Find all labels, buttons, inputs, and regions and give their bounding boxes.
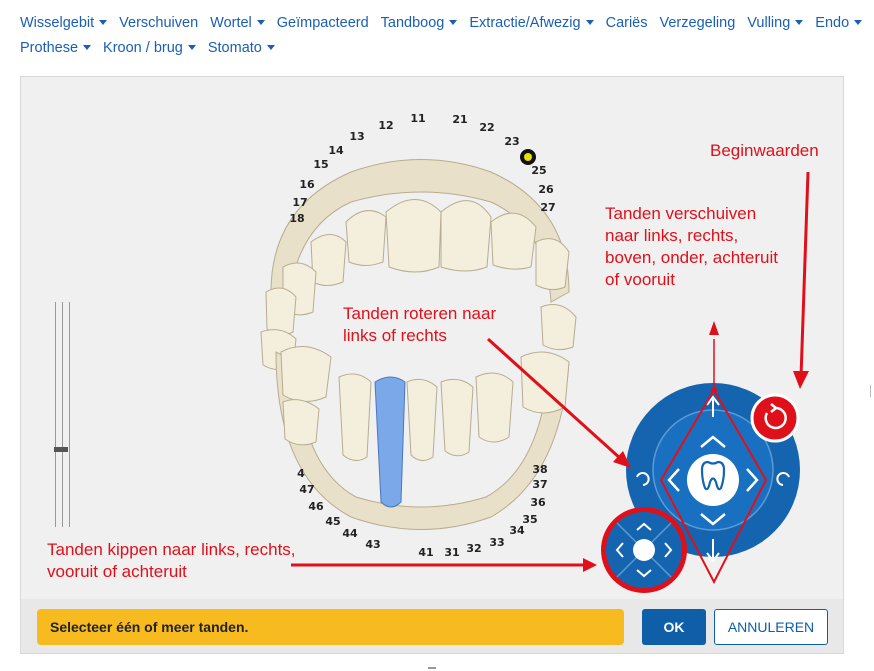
ok-button[interactable]: OK [642,609,706,645]
reset-button[interactable] [750,393,800,443]
menu-label: Kroon / brug [103,39,183,56]
tooth-viewport[interactable] [21,77,845,599]
caret-down-icon [795,20,804,26]
view-slider[interactable] [51,302,73,527]
chevron-left-icon[interactable] [667,468,680,492]
lower-arch [275,346,570,530]
menu-label: Verzegeling [659,14,736,31]
arrow-down-icon[interactable] [706,539,720,563]
chevron-right-icon[interactable] [746,468,759,492]
menu-label: Wisselgebit [20,14,95,31]
menu-prothese[interactable]: Prothese [20,39,92,56]
rotate-right-icon[interactable] [776,472,790,486]
dialog-footer: Selecteer één of meer tanden. OK ANNULER… [21,599,843,653]
menu-wortel[interactable]: Wortel [210,15,265,31]
dental-chart [260,159,810,593]
menu-label: Endo [815,14,850,31]
selected-tooth[interactable] [374,376,406,508]
reset-icon [764,406,787,430]
menu-label: Vulling [747,14,791,31]
menu-row-1: Wisselgebit Verschuiven Wortel Geïmpacteerd… [20,10,865,35]
slider-handle[interactable] [54,447,68,452]
menu-label: Stomato [207,39,262,56]
annotation-move: Tanden verschuiven naar links, rechts, b… [605,204,778,290]
cancel-button[interactable]: ANNULEREN [714,609,828,645]
menu-tandboog[interactable]: Tandboog [381,15,458,31]
caret-down-icon [256,20,265,26]
tooth-icon [700,460,726,491]
menu-label: Geïmpacteerd [276,14,369,31]
chevron-down-icon[interactable] [700,513,726,526]
caret-down-icon [187,45,196,51]
scroll-indicator [870,385,871,397]
menu-verzegeling[interactable]: Verzegeling [660,15,736,31]
menu-label: Prothese [20,39,79,56]
menu-label: Extractie/Afwezig [469,14,581,31]
resize-handle [428,667,436,669]
menu-endo[interactable]: Endo [815,14,863,31]
status-message: Selecteer één of meer tanden. [37,609,624,645]
chevron-up-icon[interactable] [700,435,726,448]
menu-row-2: Prothese Kroon / brug Stomato [20,35,865,60]
caret-down-icon [266,45,275,51]
menu-wisselgebit[interactable]: Wisselgebit [20,14,108,31]
menu-stomato[interactable]: Stomato [208,40,275,56]
caret-down-icon [83,45,92,51]
arrow-up-icon[interactable] [706,395,720,417]
caret-down-icon [449,20,458,26]
annotation-arrows [291,171,810,585]
menu-cari-s[interactable]: Cariës [606,15,648,31]
menu-extractie-afwezig[interactable]: Extractie/Afwezig [469,14,594,31]
menu-vulling[interactable]: Vulling [747,14,804,31]
menu-label: Tandboog [380,14,445,31]
annotation-tilt: Tanden kippen naar links, rechts, voorui… [47,540,296,582]
caret-down-icon [854,20,863,26]
annotation-rotate: Tanden roteren naar links of rechts [343,304,497,346]
caret-down-icon [99,20,108,26]
menu-kroon-brug[interactable]: Kroon / brug [103,40,196,56]
menu-ge-mpacteerd[interactable]: Geïmpacteerd [277,15,369,31]
upper-arch [260,159,577,371]
menu-label: Cariës [605,14,648,31]
caret-down-icon [585,20,594,26]
rotate-left-icon[interactable] [636,472,650,486]
dental-editor-panel: Selecteer één of meer tanden. OK ANNULER… [20,76,844,654]
annotation-reset: Beginwaarden [710,141,819,160]
menu-verschuiven[interactable]: Verschuiven [119,15,198,31]
menu-label: Verschuiven [119,14,199,31]
tool-menubar: Wisselgebit Verschuiven Wortel Geïmpacteerd… [20,10,865,60]
tilt-control[interactable] [601,507,687,593]
menu-label: Wortel [210,14,252,31]
